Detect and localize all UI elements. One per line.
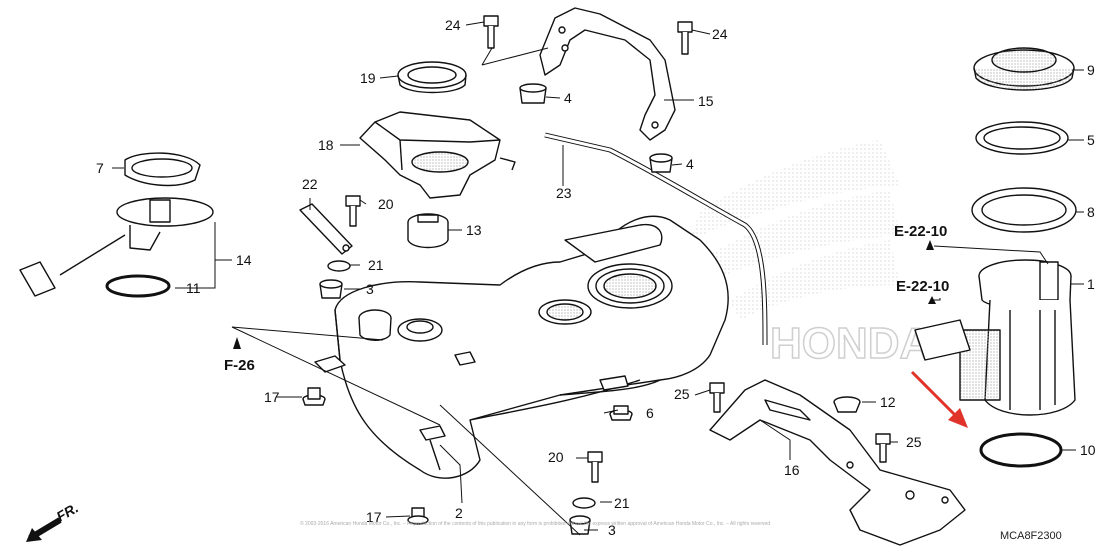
ref-label-e-22-10-lower: E-22-10 xyxy=(896,278,950,295)
part-label-16: 16 xyxy=(784,462,800,478)
honda-wing-watermark xyxy=(690,140,900,320)
part-label-15: 15 xyxy=(698,93,714,109)
fuel-cap xyxy=(407,213,449,249)
part-label-18: 18 xyxy=(318,137,334,153)
part-label-20-lower: 20 xyxy=(548,449,564,465)
part-label-8: 8 xyxy=(1087,204,1095,220)
part-label-2: 2 xyxy=(455,505,463,521)
copyright-text: © 2003-2016 American Honda Motor Co., In… xyxy=(300,521,771,527)
seal-ring-5 xyxy=(975,121,1069,155)
part-label-9: 9 xyxy=(1087,62,1095,78)
ref-arrows xyxy=(233,240,936,349)
part-label-4-upper: 4 xyxy=(564,90,572,106)
bolt-20-lower xyxy=(587,451,603,483)
rubber-mount-upper xyxy=(519,83,547,104)
grommet-17-upper xyxy=(302,387,326,406)
part-label-5: 5 xyxy=(1087,132,1095,148)
seal-ring-7 xyxy=(124,152,201,187)
part-label-4-lower: 4 xyxy=(686,156,694,172)
part-label-24-right: 24 xyxy=(712,26,728,42)
highlight-arrow xyxy=(910,370,968,428)
grommet-17-lower xyxy=(407,507,429,525)
part-label-25-right: 25 xyxy=(906,434,922,450)
bolt-25-left xyxy=(709,382,725,413)
fuel-pump-assembly xyxy=(914,259,1076,416)
bolt-25-right xyxy=(875,433,891,463)
mount-12 xyxy=(833,396,861,413)
part-label-3-lower: 3 xyxy=(608,522,616,538)
part-label-19: 19 xyxy=(360,70,376,86)
lower-bracket xyxy=(709,379,966,546)
part-label-14: 14 xyxy=(236,252,252,268)
part-label-20-upper: 20 xyxy=(378,196,394,212)
bolt-24-left xyxy=(483,15,499,49)
part-label-12: 12 xyxy=(880,394,896,410)
part-label-13: 13 xyxy=(466,222,482,238)
tank-bracket xyxy=(539,7,676,141)
washer-21-lower xyxy=(572,497,596,509)
part-label-6: 6 xyxy=(646,405,654,421)
part-label-21-lower: 21 xyxy=(614,495,630,511)
bolt-24-right xyxy=(677,21,693,55)
pump-cover-9 xyxy=(973,47,1075,91)
ref-label-f-26: F-26 xyxy=(224,357,255,374)
part-label-23: 23 xyxy=(556,185,572,201)
o-ring-11 xyxy=(105,274,171,298)
collar-3-upper xyxy=(319,279,343,299)
tank-tray xyxy=(359,111,516,199)
leader-lines xyxy=(112,21,1084,536)
lock-ring-8 xyxy=(971,187,1077,233)
bolt-20-upper xyxy=(345,195,361,227)
part-label-17-upper: 17 xyxy=(264,389,280,405)
ref-label-e-22-10-upper: E-22-10 xyxy=(894,223,948,240)
grommet-6 xyxy=(609,405,633,421)
front-direction-arrow xyxy=(26,517,62,542)
part-label-21-upper: 21 xyxy=(368,257,384,273)
part-label-10: 10 xyxy=(1080,442,1096,458)
honda-watermark-text: HONDA xyxy=(770,319,931,368)
fuel-tank xyxy=(314,215,729,479)
strap xyxy=(299,203,353,255)
lock-ring xyxy=(397,61,467,94)
fuel-level-sender xyxy=(19,197,214,297)
part-label-11: 11 xyxy=(186,280,201,296)
washer-21-upper xyxy=(327,260,351,272)
rubber-mount-lower xyxy=(649,153,673,173)
part-label-25-left: 25 xyxy=(674,386,690,402)
part-label-17-lower: 17 xyxy=(366,509,382,525)
o-ring-10 xyxy=(979,432,1063,468)
diagram-code: MCA8F2300 xyxy=(1000,530,1062,542)
part-label-7: 7 xyxy=(96,160,104,176)
part-label-3-upper: 3 xyxy=(366,281,374,297)
part-label-24-left: 24 xyxy=(445,17,461,33)
part-label-1: 1 xyxy=(1087,276,1095,292)
part-label-22: 22 xyxy=(302,176,318,192)
